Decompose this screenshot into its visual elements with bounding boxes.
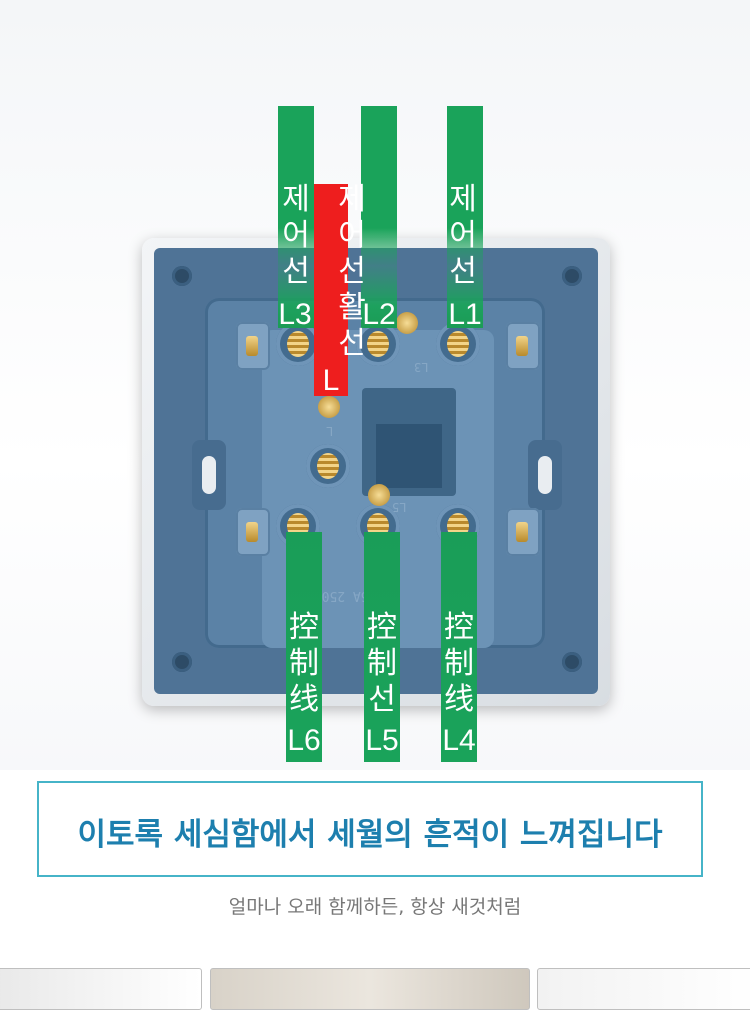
terminal-lug <box>506 508 540 556</box>
caption-banner: 이토록 세심함에서 세월의 흔적이 느껴집니다 <box>37 781 703 877</box>
wire-l1 <box>447 106 483 328</box>
wire-l4 <box>441 532 477 762</box>
wire-l6-label: L6 <box>287 724 321 757</box>
thumbnail-3[interactable] <box>537 968 750 1010</box>
wire-l1-label: L1 <box>448 298 482 331</box>
terminal-top-left <box>276 322 320 366</box>
thumbnail-2[interactable] <box>210 968 530 1010</box>
wire-live-label: L <box>322 364 340 397</box>
side-clip-right <box>528 440 562 510</box>
screw <box>396 312 418 334</box>
wire-l4-label: L4 <box>442 724 476 757</box>
wire-live <box>314 184 348 396</box>
subtitle: 얼마나 오래 함께하든, 항상 새것처럼 <box>228 896 522 918</box>
banner-text: 이토록 세심함에서 세월의 흔적이 느껴집니다 <box>77 817 663 853</box>
embossed-label-l3: L3 <box>414 360 429 374</box>
mount-hole <box>172 266 192 286</box>
mount-hole <box>562 266 582 286</box>
center-window <box>362 388 456 496</box>
terminal-common <box>306 444 350 488</box>
wire-l6-text: 控制线 <box>289 610 319 717</box>
mount-hole <box>172 652 192 672</box>
wire-l4-text: 控制线 <box>444 610 474 717</box>
side-clip-left <box>192 440 226 510</box>
terminal-top-right <box>436 322 480 366</box>
wire-l2-label: L2 <box>362 298 396 331</box>
screw <box>318 396 340 418</box>
terminal-top-center <box>356 322 400 366</box>
embossed-label-l: L <box>326 424 334 438</box>
wire-l3 <box>278 106 314 328</box>
screw <box>368 484 390 506</box>
embossed-label-l5: L5 <box>392 500 407 514</box>
wire-l5 <box>364 532 400 762</box>
wire-l5-label: L5 <box>365 724 399 757</box>
wire-l6 <box>286 532 322 762</box>
terminal-lug <box>236 508 270 556</box>
thumbnail-1[interactable] <box>0 968 202 1010</box>
wire-l3-label: L3 <box>278 298 312 331</box>
wire-l2 <box>361 106 397 328</box>
mount-hole <box>562 652 582 672</box>
terminal-lug <box>236 322 270 370</box>
terminal-lug <box>506 322 540 370</box>
